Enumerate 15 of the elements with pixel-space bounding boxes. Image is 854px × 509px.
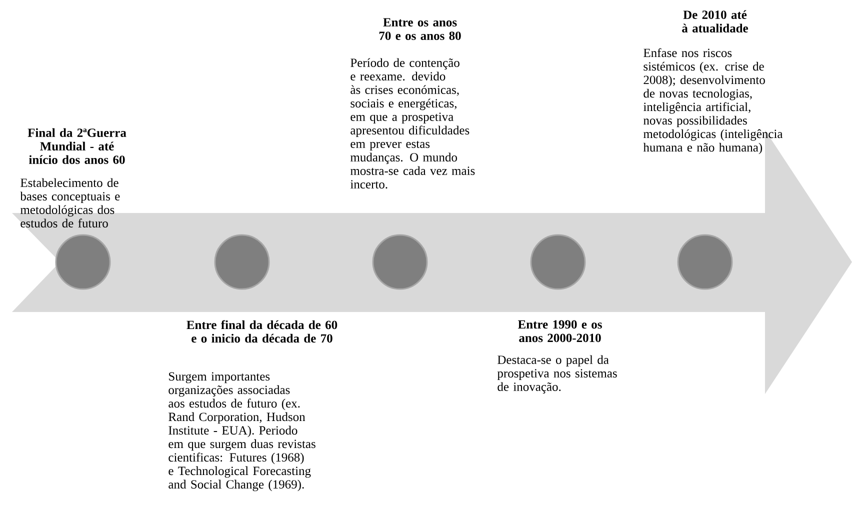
- period-description: Enfase nos riscos sistémicos (ex. crise de 2008); desenvolvimento de novas tecnologias, inteligência artificial, novas possibilidades metodológicas (inteligência humana e não humana): [643, 48, 783, 154]
- period-description: Surgem importantes organizações associadas aos estudos de futuro (ex. Rand Corporation, Hudson Institute - EUA). Periodo em que surgem duas revistas cientificas: Futures (1968) e Technological Forecasting and Social Change (1969).: [168, 372, 316, 492]
- period-heading: Entre final da década de 60 e o inicio da década de 70: [186, 320, 338, 343]
- period-heading: Entre os anos 70 e os anos 80: [379, 18, 461, 40]
- timeline-dot: [55, 234, 111, 290]
- period-heading: Entre 1990 e os anos 2000-2010: [518, 320, 602, 342]
- timeline-dot: [214, 234, 270, 290]
- period-heading: De 2010 até à atualidade: [682, 10, 748, 33]
- period-description: Estabelecimento de bases conceptuais e metodológicas dos estudos de futuro: [20, 178, 120, 228]
- timeline-dot: [372, 234, 428, 290]
- period-description: Período de contenção e reexame. devido às crises económicas, sociais e energéticas, em que a prospetiva apresentou dificuldades em prever estas mudanças. O mundo mostra-se cada vez mais incerto.: [350, 58, 475, 189]
- timeline-dot: [530, 234, 586, 290]
- period-heading: Final da 2ªGuerra Mundial - até início dos anos 60: [28, 128, 126, 164]
- timeline-dot: [677, 234, 733, 290]
- period-description: Destaca-se o papel da prospetiva nos sistemas de inovação.: [497, 355, 617, 394]
